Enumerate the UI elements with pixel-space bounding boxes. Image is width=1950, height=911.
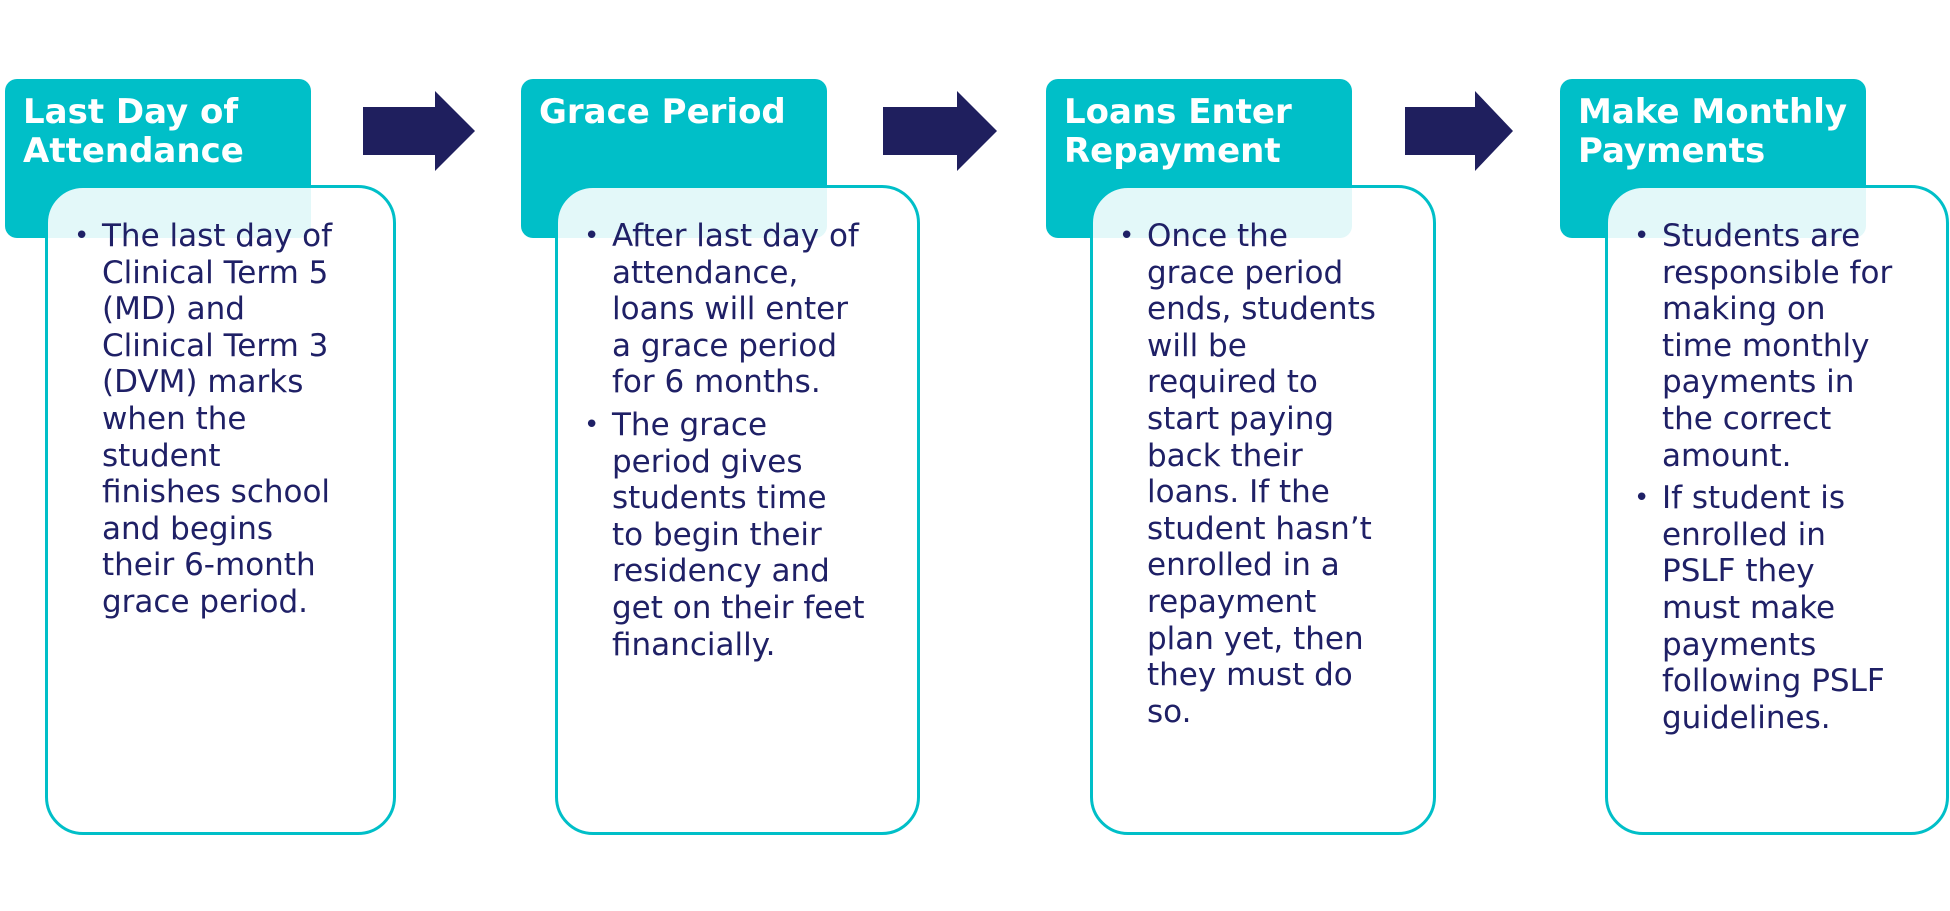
step-4-bullets: • Students are responsible for making on… <box>1634 218 1936 736</box>
bullet-item: • If student is enrolled in PSLF they mu… <box>1634 480 1885 736</box>
step-1-card: • The last day of Clinical Term 5 (MD) a… <box>45 185 396 835</box>
bullet-item: • Students are responsible for making on… <box>1634 218 1893 474</box>
step-3-card: • Once the grace period ends, students w… <box>1090 185 1436 835</box>
step-4-title: Make Monthly Payments <box>1578 92 1848 171</box>
bullet-item: • After last day of attendance, loans wi… <box>584 218 859 401</box>
step-1-title: Last Day of Attendance <box>23 92 244 171</box>
bullet-dot-icon: • <box>1634 483 1650 514</box>
arrow-right-icon <box>883 91 997 171</box>
arrow-right-icon <box>363 91 475 171</box>
step-1-bullets: • The last day of Clinical Term 5 (MD) a… <box>74 218 383 621</box>
bullet-item: • Once the grace period ends, students w… <box>1119 218 1376 730</box>
bullet-dot-icon: • <box>584 409 600 440</box>
step-3-bullets: • Once the grace period ends, students w… <box>1119 218 1423 730</box>
step-3-title: Loans Enter Repayment <box>1064 92 1292 171</box>
bullet-dot-icon: • <box>1119 221 1135 251</box>
bullet-item: • The last day of Clinical Term 5 (MD) a… <box>74 218 333 620</box>
step-4-card: • Students are responsible for making on… <box>1605 185 1949 835</box>
bullet-dot-icon: • <box>1634 221 1650 251</box>
bullet-dot-icon: • <box>584 221 600 251</box>
arrow-right-icon <box>1405 91 1513 171</box>
bullet-item: • The grace period gives students time t… <box>584 406 865 663</box>
step-2-bullets: • After last day of attendance, loans wi… <box>584 218 907 663</box>
step-2-title: Grace Period <box>539 92 786 132</box>
bullet-dot-icon: • <box>74 221 90 251</box>
step-2-card: • After last day of attendance, loans wi… <box>555 185 920 835</box>
